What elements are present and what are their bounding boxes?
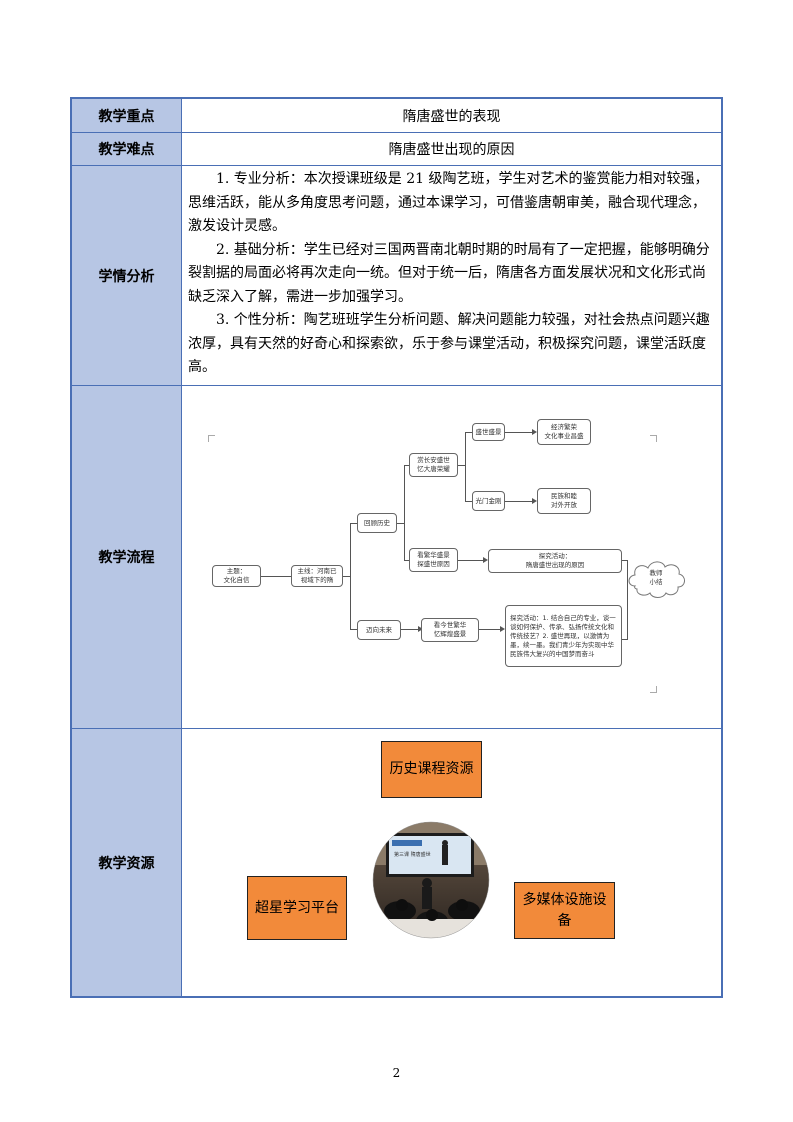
row-label: 学情分析: [72, 166, 182, 385]
flowchart: 主题：文化自信 主线：河南已视域下的隋 回顾历史 迈向未来 赏长安盛世忆大唐荣耀…: [182, 386, 721, 728]
row-difficulty: 教学难点 隋唐盛世出现的原因: [72, 132, 721, 165]
multimedia-resource-box: 多媒体设施设备: [514, 882, 615, 939]
row-value: 隋唐盛世出现的原因: [388, 142, 515, 158]
flow-future-sub-box: 看今世繁华忆辉煌盛景: [421, 618, 479, 642]
row-value: 隋唐盛世的表现: [402, 108, 501, 125]
row-label: 教学重点: [72, 99, 182, 132]
flow-history-box: 回顾历史: [357, 513, 397, 533]
row-label: 教学资源: [72, 729, 182, 996]
flow-explore2-box: 探究活动：1. 结合自己的专业，谈一谈如何保护、传承、弘扬传统文化和传统技艺？2…: [505, 605, 622, 667]
row-key-point: 教学重点 隋唐盛世的表现: [72, 99, 721, 132]
row-teaching-resources: 教学资源 历史课程资源 第三课 隋唐盛世: [72, 728, 721, 996]
platform-resource-box: 超星学习平台: [247, 876, 347, 940]
corner-mark: [650, 435, 657, 442]
row-label: 教学流程: [72, 386, 182, 728]
flow-branch-a-result-box: 经济繁荣文化事业昌盛: [537, 419, 591, 445]
row-label: 教学难点: [72, 133, 182, 165]
flow-explore1-box: 探究活动：隋唐盛世出现的原因: [488, 549, 622, 573]
row-student-analysis: 学情分析 1. 专业分析：本次授课班级是 21 级陶艺班，学生对艺术的鉴赏能力相…: [72, 165, 721, 385]
flow-history-sub1-box: 赏长安盛世忆大唐荣耀: [409, 453, 458, 477]
analysis-paragraph: 2. 基础分析：学生已经对三国两晋南北朝时期的时局有了一定把握，能够明确分裂割据…: [188, 241, 710, 305]
page-number: 2: [392, 1066, 401, 1080]
screen-title: 第三课 隋唐盛世: [394, 851, 431, 858]
summary-cloud-icon: [628, 561, 685, 598]
flow-mainline-box: 主线：河南已视域下的隋: [291, 565, 343, 587]
flow-theme-box: 主题：文化自信: [212, 565, 261, 587]
corner-mark: [650, 686, 657, 693]
history-resource-box: 历史课程资源: [381, 741, 482, 798]
flow-summary-label: 教师小结: [649, 569, 663, 586]
flow-branch-b-result-box: 民族和睦对外开放: [537, 488, 591, 514]
classroom-photo: 第三课 隋唐盛世: [372, 821, 490, 939]
analysis-paragraph: 1. 专业分析：本次授课班级是 21 级陶艺班，学生对艺术的鉴赏能力相对较强，思…: [188, 171, 709, 234]
flow-history-sub2-box: 看繁华盛景探盛世原因: [409, 548, 458, 572]
flow-branch-b-box: 光门金刚: [472, 491, 505, 511]
analysis-text: 1. 专业分析：本次授课班级是 21 级陶艺班，学生对艺术的鉴赏能力相对较强，思…: [182, 166, 721, 385]
analysis-paragraph: 3. 个性分析：陶艺班班学生分析问题、解决问题能力较强，对社会热点问题兴趣浓厚，…: [188, 312, 710, 375]
row-teaching-process: 教学流程: [72, 385, 721, 728]
resources-area: 历史课程资源 第三课 隋唐盛世: [182, 729, 721, 996]
corner-mark: [208, 435, 215, 442]
flow-branch-a-box: 盛世盛景: [472, 423, 505, 441]
flow-future-box: 迈向未来: [357, 620, 401, 640]
lesson-plan-table: 教学重点 隋唐盛世的表现 教学难点 隋唐盛世出现的原因 学情分析 1. 专业分析…: [70, 97, 723, 998]
